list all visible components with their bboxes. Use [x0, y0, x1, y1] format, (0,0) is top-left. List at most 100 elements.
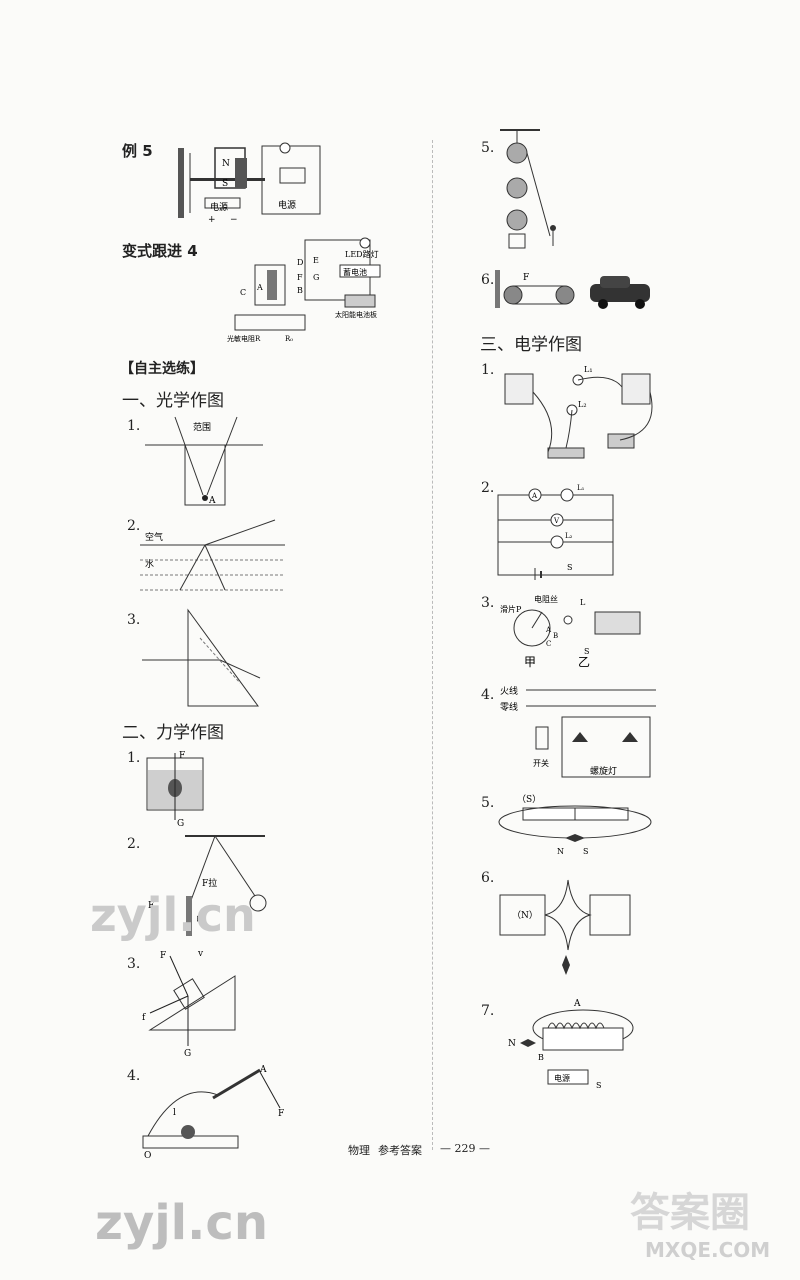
mech-q6-num: 6.: [481, 272, 495, 288]
svg-text:电源: 电源: [210, 201, 228, 213]
variant-4-title: 变式跟进 4: [122, 242, 198, 260]
footer-answers: 参考答案: [378, 1144, 422, 1157]
mech-q3-num: 3.: [127, 956, 141, 972]
svg-text:O: O: [144, 1151, 151, 1161]
svg-text:火线: 火线: [500, 685, 518, 697]
svg-text:A: A: [545, 626, 552, 634]
footer-subject: 物理: [348, 1144, 370, 1157]
svg-text:V: V: [553, 517, 560, 525]
svg-text:+: +: [208, 215, 216, 225]
mech-q5-num: 5.: [481, 140, 495, 156]
svg-text:N: N: [222, 159, 230, 169]
variant-4-diagram: LED路灯 蓄电池 太阳能电池板 D E F G A C B 光敏电阻R R₀: [227, 237, 381, 343]
mech-q1-diagram: F G: [146, 751, 204, 829]
svg-text:S: S: [567, 563, 572, 572]
svg-text:B: B: [538, 1053, 544, 1062]
svg-text:A: A: [573, 999, 581, 1009]
svg-text:零线: 零线: [500, 701, 518, 713]
svg-text:F: F: [278, 1109, 284, 1119]
elec-q3-num: 3.: [481, 595, 495, 611]
example-5-title: 例 5: [122, 142, 153, 160]
watermark-corner: 答案圈: [630, 1190, 750, 1236]
optics-q1-num: 1.: [127, 418, 141, 434]
elec-q7-num: 7.: [481, 1003, 495, 1019]
svg-text:（S）: （S）: [517, 794, 541, 805]
svg-text:乙: 乙: [578, 655, 590, 669]
svg-text:L: L: [580, 598, 586, 607]
svg-text:F: F: [179, 751, 185, 761]
elec-q6-num: 6.: [481, 870, 495, 886]
svg-text:D: D: [297, 258, 303, 267]
elec-q1-diagram: L₁ L₂: [504, 365, 653, 459]
svg-text:v: v: [197, 949, 204, 959]
mech-q2-diagram: F拉 F 甲: [148, 835, 267, 936]
optics-q1-diagram: A 范围: [145, 416, 263, 506]
svg-text:S: S: [584, 647, 589, 656]
elec-q5-num: 5.: [481, 795, 495, 811]
svg-text:N: N: [508, 1039, 516, 1049]
optics-q3-diagram: [142, 608, 261, 707]
svg-text:A: A: [531, 492, 538, 500]
optics-heading: 一、光学作图: [122, 391, 224, 411]
svg-text:G: G: [177, 819, 184, 829]
pulley-diagram: [500, 129, 556, 249]
optics-q2-num: 2.: [127, 518, 141, 534]
svg-text:太阳能电池板: 太阳能电池板: [335, 310, 377, 319]
elec-q4-diagram: 火线 零线 开关 螺旋灯: [500, 685, 656, 778]
footer-page-number: — 229 —: [440, 1142, 490, 1155]
svg-text:A: A: [256, 283, 263, 292]
svg-text:L₂: L₂: [565, 532, 573, 540]
svg-text:S: S: [583, 847, 588, 856]
svg-text:空气: 空气: [145, 531, 163, 543]
elec-q2-num: 2.: [481, 480, 495, 496]
svg-text:L₁: L₁: [584, 365, 593, 374]
svg-text:蓄电池: 蓄电池: [343, 267, 367, 277]
svg-text:F: F: [523, 273, 529, 283]
svg-text:S: S: [596, 1081, 601, 1090]
svg-text:G: G: [313, 273, 319, 282]
elec-q7-diagram: A N B 电源 S: [508, 999, 634, 1090]
watermark-mid: zyjl.cn: [90, 888, 256, 942]
svg-text:f: f: [142, 1013, 146, 1023]
svg-text:螺旋灯: 螺旋灯: [590, 765, 617, 777]
svg-text:F: F: [297, 273, 303, 282]
svg-text:开关: 开关: [533, 758, 549, 768]
svg-text:A: A: [208, 496, 216, 506]
svg-text:电源: 电源: [554, 1073, 570, 1083]
elec-q5-diagram: （S） N S: [498, 794, 652, 856]
svg-text:范围: 范围: [193, 421, 211, 433]
svg-text:水: 水: [145, 558, 154, 570]
self-practice-title: 【自主选练】: [120, 361, 204, 377]
mech-q4-diagram: A F l O: [142, 1065, 284, 1161]
svg-text:F: F: [160, 951, 166, 961]
svg-text:（N）: （N）: [512, 910, 538, 921]
svg-text:−: −: [230, 215, 238, 225]
optics-q3-num: 3.: [127, 612, 141, 628]
elec-q3-diagram: 滑片P 电阻丝 A B C L S 甲 乙: [500, 594, 641, 669]
svg-text:A: A: [259, 1065, 267, 1075]
mech-q1-num: 1.: [127, 750, 141, 766]
svg-text:L₁: L₁: [577, 484, 585, 492]
svg-text:R₀: R₀: [285, 335, 293, 343]
column-divider: [432, 140, 433, 1150]
electric-heading: 三、电学作图: [480, 335, 582, 355]
mech-q4-num: 4.: [127, 1068, 141, 1084]
svg-text:l: l: [173, 1108, 176, 1118]
svg-text:光敏电阻R: 光敏电阻R: [227, 334, 261, 343]
svg-text:LED路灯: LED路灯: [345, 249, 379, 259]
mech-q2-num: 2.: [127, 836, 141, 852]
svg-text:电阻丝: 电阻丝: [534, 594, 558, 604]
svg-text:F拉: F拉: [202, 877, 217, 889]
svg-text:甲: 甲: [196, 915, 205, 926]
svg-text:F: F: [148, 901, 154, 911]
mechanics-heading: 二、力学作图: [122, 723, 224, 743]
mech-q3-diagram: G F v f: [142, 949, 236, 1059]
svg-text:电源: 电源: [278, 199, 296, 211]
elec-q1-num: 1.: [481, 362, 495, 378]
svg-text:N: N: [557, 847, 564, 856]
svg-text:B: B: [297, 286, 303, 295]
example-5-diagram: N S 电源 + − 电源: [178, 142, 321, 225]
svg-text:C: C: [240, 288, 246, 297]
svg-text:L₂: L₂: [578, 400, 587, 409]
svg-text:E: E: [313, 256, 319, 265]
